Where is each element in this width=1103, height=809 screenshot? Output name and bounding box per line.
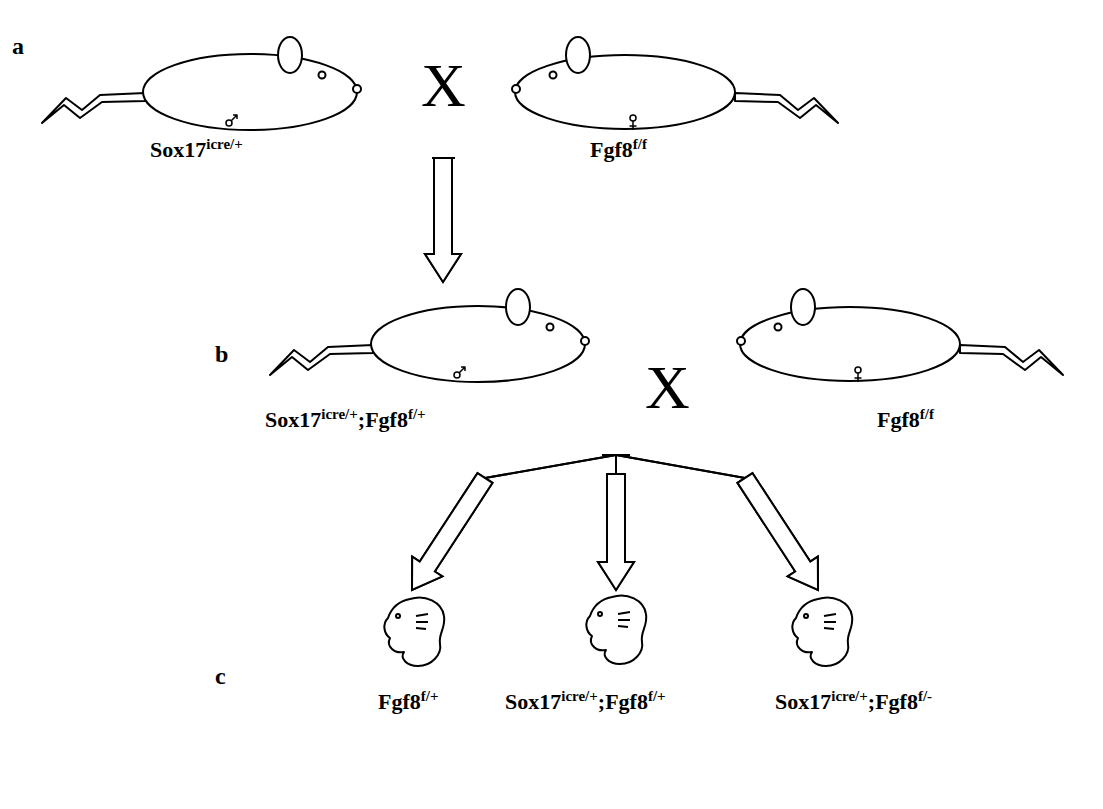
hollow-arrow — [425, 158, 461, 282]
cross-arrow — [598, 455, 634, 590]
superscript: icre/+ — [561, 688, 598, 704]
genotype-figure: Fgf8f/f — [630, 282, 1070, 462]
cross-arrow — [602, 455, 818, 590]
embryo — [586, 596, 646, 664]
hollow-arrow — [738, 473, 819, 590]
cross-symbol: X — [645, 356, 690, 418]
genotype-label: Fgf8f/+ — [378, 689, 438, 715]
embryo — [384, 598, 444, 666]
genotype-label: Sox17icre/+;Fgf8f/+ — [265, 407, 426, 433]
hollow-arrow — [425, 158, 461, 282]
hollow-arrow — [598, 474, 634, 590]
genotype-label: Sox17icre/+ — [150, 137, 243, 163]
cross-symbol: X — [421, 54, 466, 116]
hollow-arrow — [412, 473, 493, 590]
genotype-figure: Sox17icre/+ — [36, 28, 432, 173]
female-mouse — [512, 37, 838, 130]
cross-arrow — [412, 455, 616, 590]
genotype-label: Sox17icre/+;Fgf8f/+ — [505, 689, 666, 715]
genotype-label: Fgf8f/f — [590, 137, 647, 163]
superscript: icre/+ — [321, 406, 358, 422]
genotype-figure: Fgf8f/f — [455, 28, 845, 173]
superscript: f/f — [633, 136, 647, 152]
genotype-figure: Sox17icre/+;Fgf8f/+ — [497, 590, 769, 725]
panel-letter: b — [215, 342, 228, 366]
cross-arrow — [598, 455, 634, 590]
superscript: f/+ — [408, 406, 426, 422]
female-mouse — [737, 289, 1063, 382]
cross-arrow — [616, 455, 818, 590]
genotype-figure: Fgf8f/+ — [360, 590, 485, 725]
hollow-arrow — [738, 473, 819, 590]
male-mouse — [42, 37, 361, 130]
genotype-label: Sox17icre/+;Fgf8f/- — [775, 689, 932, 715]
hollow-arrow — [598, 474, 634, 590]
superscript: f/+ — [648, 688, 666, 704]
superscript: f/- — [918, 688, 932, 704]
superscript: f/+ — [421, 688, 439, 704]
genotype-figure: Sox17icre/+;Fgf8f/- — [773, 590, 1028, 725]
hollow-arrow — [412, 473, 493, 590]
cross-arrow — [425, 158, 461, 282]
panel-letter: a — [12, 34, 24, 58]
cross-arrow — [425, 158, 461, 282]
panel-letter: c — [215, 664, 226, 688]
cross-arrow — [412, 455, 630, 590]
genotype-figure: Sox17icre/+;Fgf8f/+ — [262, 282, 602, 462]
superscript: f/f — [920, 406, 934, 422]
superscript: icre/+ — [831, 688, 868, 704]
genotype-label: Fgf8f/f — [877, 407, 934, 433]
male-mouse — [270, 289, 589, 382]
superscript: icre/+ — [206, 136, 243, 152]
arrow-stub — [616, 455, 745, 478]
embryo — [792, 598, 852, 666]
